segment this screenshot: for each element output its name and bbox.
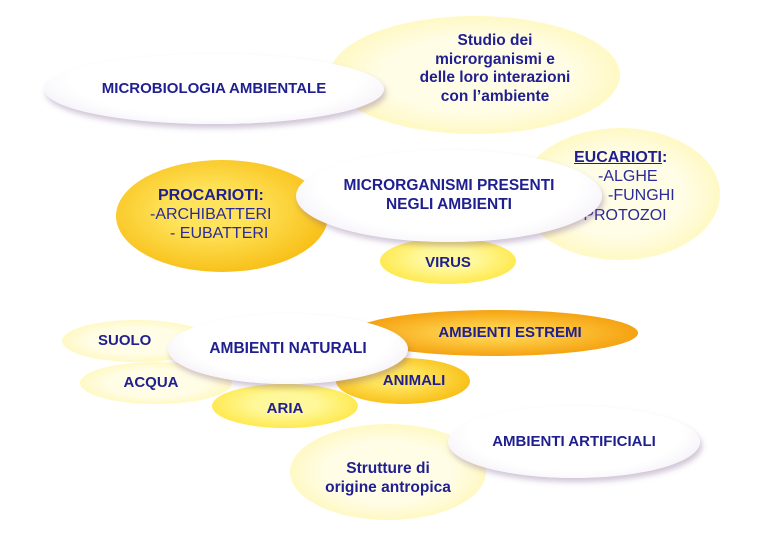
eucarioti-item-protozoi: -PROTOZOI xyxy=(578,206,667,224)
ambienti-artificiali-label: AMBIENTI ARTIFICIALI xyxy=(492,433,656,450)
animali-label: ANIMALI xyxy=(382,372,446,389)
eucarioti-text: EUCARIOTI: -ALGHE -FUNGHI -PROTOZOI xyxy=(568,148,688,225)
aria-blob: ARIA xyxy=(212,384,358,428)
ambienti-naturali-blob: AMBIENTI NATURALI xyxy=(168,314,408,384)
microrganismi-line-2: NEGLI AMBIENTI xyxy=(385,196,512,213)
eucarioti-item-funghi: -FUNGHI xyxy=(608,187,675,205)
studio-line-4: con l’ambiente xyxy=(440,87,550,105)
strutture-line-2: origine antropica xyxy=(325,479,451,496)
ambienti-estremi-label: AMBIENTI ESTREMI xyxy=(438,324,582,341)
studio-blob xyxy=(330,16,620,134)
microrganismi-line-1: MICRORGANISMI PRESENTI xyxy=(343,177,555,195)
procarioti-item-archibatteri: -ARCHIBATTERI xyxy=(150,206,272,224)
aria-label: ARIA xyxy=(266,400,304,417)
studio-line-1: Studio dei xyxy=(457,32,533,49)
virus-blob: VIRUS xyxy=(380,238,516,284)
microbiologia-blob: MICROBIOLOGIA AMBIENTALE xyxy=(44,54,384,124)
acqua-label: ACQUA xyxy=(123,374,179,391)
procarioti-blob xyxy=(116,160,328,272)
ambienti-naturali-label: AMBIENTI NATURALI xyxy=(209,339,367,357)
procarioti-title: PROCARIOTI: xyxy=(158,187,264,204)
eucarioti-item-alghe: -ALGHE xyxy=(598,168,658,186)
strutture-line-1: Strutture di xyxy=(346,460,430,478)
eucarioti-colon: : xyxy=(662,149,668,166)
studio-line-2: microrganismi e xyxy=(435,50,555,68)
suolo-label: SUOLO xyxy=(98,332,152,349)
procarioti-text: PROCARIOTI: -ARCHIBATTERI - EUBATTERI xyxy=(150,186,310,244)
eucarioti-title: EUCARIOTI xyxy=(574,149,662,166)
studio-line-3: delle loro interazioni xyxy=(419,69,571,87)
microbiologia-label: MICROBIOLOGIA AMBIENTALE xyxy=(101,80,327,97)
microrganismi-blob: MICRORGANISMI PRESENTI NEGLI AMBIENTI xyxy=(296,150,602,242)
virus-label: VIRUS xyxy=(425,254,471,271)
procarioti-item-eubatteri: - EUBATTERI xyxy=(170,225,269,243)
studio-text: Studio dei microrganismi e delle loro in… xyxy=(385,32,605,106)
ambienti-artificiali-blob: AMBIENTI ARTIFICIALI xyxy=(448,406,700,478)
